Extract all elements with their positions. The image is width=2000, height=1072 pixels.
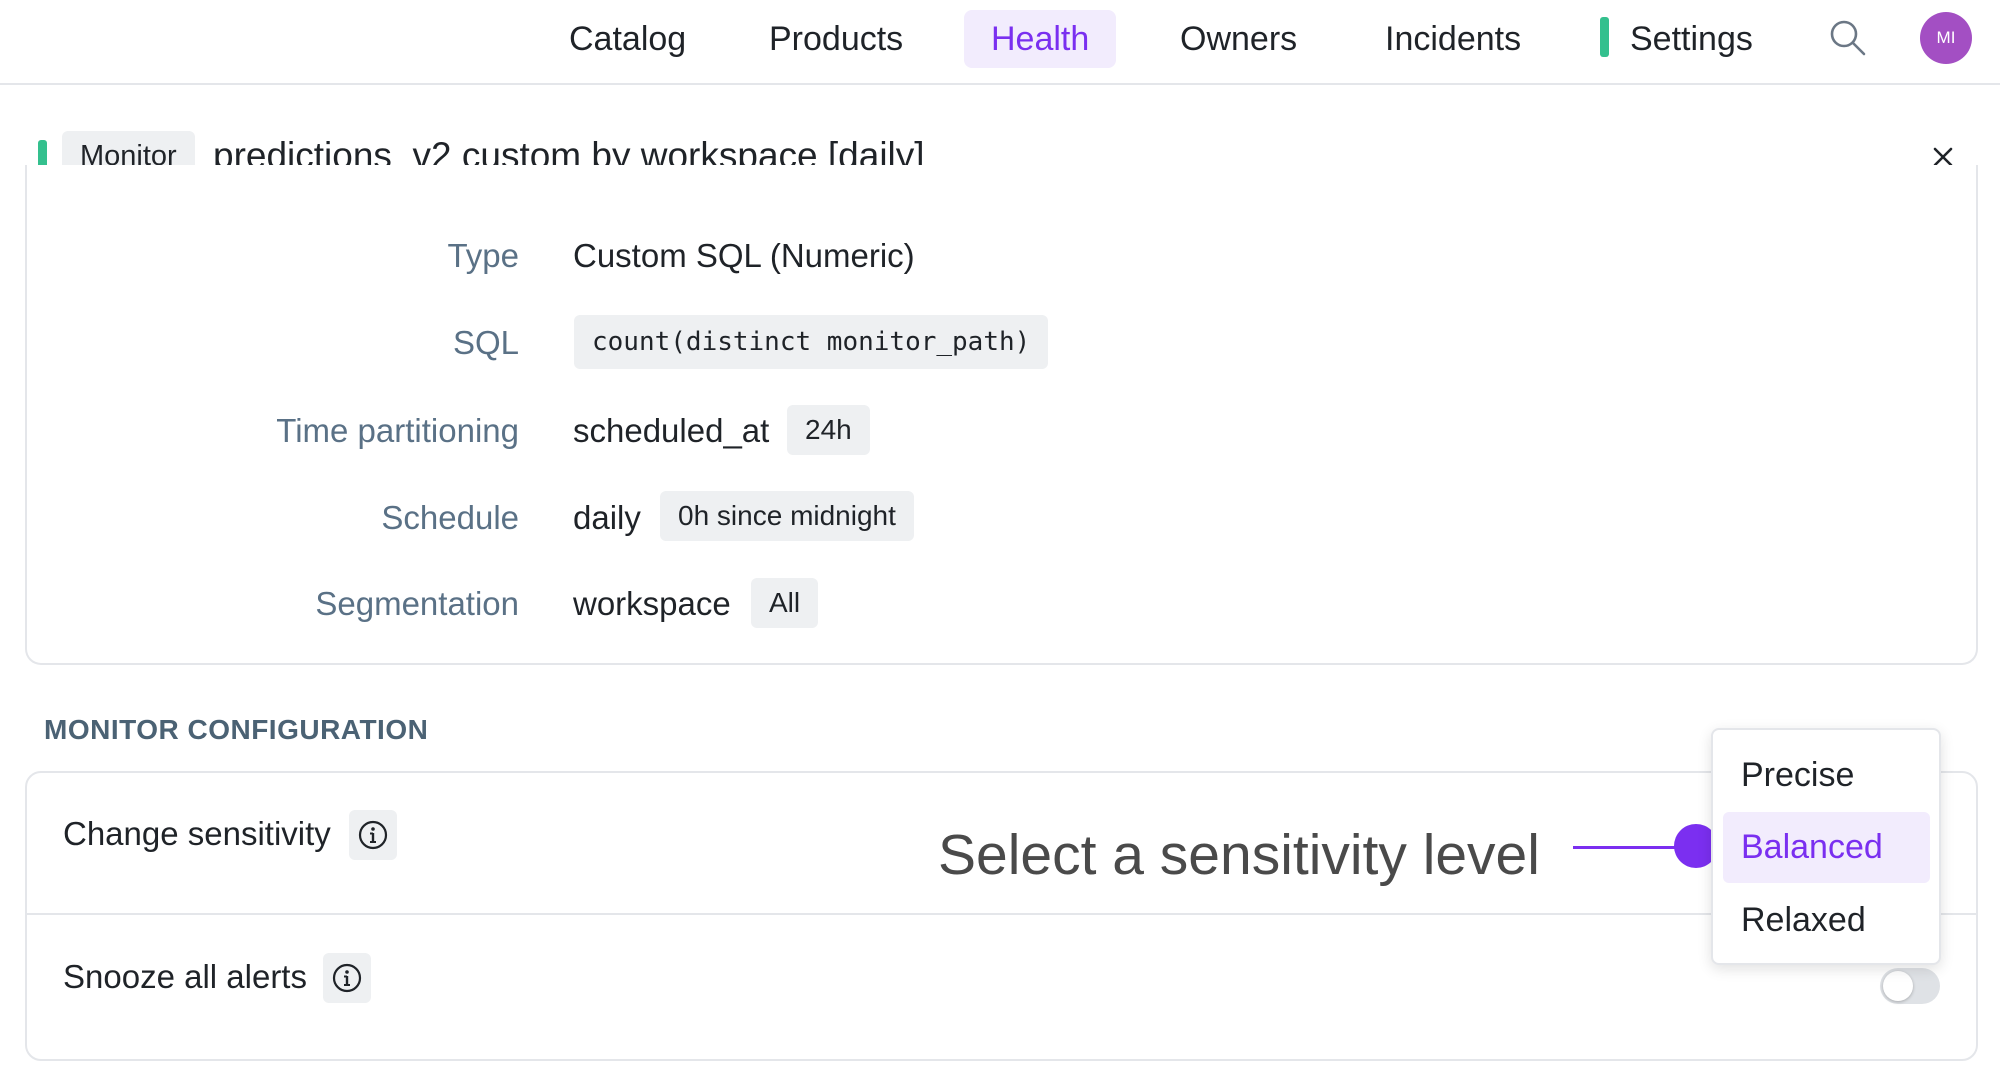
type-value: Custom SQL (Numeric) bbox=[573, 237, 915, 274]
change-sensitivity-label: Change sensitivity bbox=[63, 815, 331, 852]
type-label: Type bbox=[447, 237, 519, 274]
segmentation-label: Segmentation bbox=[315, 585, 519, 622]
schedule-value: daily bbox=[573, 499, 641, 536]
monitor-configuration-card bbox=[25, 771, 1978, 1061]
settings-indicator bbox=[1600, 17, 1609, 57]
snooze-toggle[interactable] bbox=[1880, 968, 1940, 1004]
nav-item-catalog[interactable]: Catalog bbox=[569, 20, 687, 58]
nav-item-health[interactable]: Health bbox=[964, 10, 1117, 68]
sensitivity-dropdown: Precise Balanced Relaxed bbox=[1711, 728, 1941, 965]
monitor-details-card bbox=[25, 165, 1978, 665]
schedule-label: Schedule bbox=[381, 499, 519, 536]
top-nav: Catalog Products Health Owners Incidents… bbox=[0, 0, 2000, 85]
annotation-pointer-dot bbox=[1674, 824, 1718, 868]
option-precise[interactable]: Precise bbox=[1741, 756, 1855, 794]
time-partitioning-value: scheduled_at bbox=[573, 412, 770, 449]
time-partitioning-label: Time partitioning bbox=[276, 412, 519, 449]
sql-label: SQL bbox=[452, 324, 519, 361]
section-title: MONITOR CONFIGURATION bbox=[44, 714, 429, 745]
segmentation-value: workspace bbox=[573, 585, 731, 622]
annotation-pointer-line bbox=[1573, 846, 1697, 849]
option-relaxed[interactable]: Relaxed bbox=[1741, 901, 1866, 939]
nav-item-incidents[interactable]: Incidents bbox=[1385, 20, 1522, 58]
snooze-all-alerts-label: Snooze all alerts bbox=[63, 958, 307, 995]
avatar[interactable]: MI bbox=[1920, 12, 1972, 64]
toggle-knob bbox=[1883, 971, 1913, 1001]
status-indicator bbox=[38, 140, 47, 173]
search-icon[interactable] bbox=[1829, 19, 1867, 57]
annotation-text: Select a sensitivity level bbox=[938, 823, 1540, 887]
nav-item-settings[interactable]: Settings bbox=[1630, 20, 1753, 58]
nav-item-owners[interactable]: Owners bbox=[1180, 20, 1298, 58]
divider bbox=[25, 913, 1978, 915]
sql-value: count(distinct monitor_path) bbox=[574, 315, 1049, 369]
info-icon[interactable] bbox=[323, 953, 371, 1003]
info-icon[interactable] bbox=[349, 810, 397, 860]
schedule-chip: 0h since midnight bbox=[660, 491, 914, 541]
nav-item-products[interactable]: Products bbox=[769, 20, 904, 58]
time-partitioning-chip: 24h bbox=[787, 405, 870, 455]
segmentation-chip: All bbox=[751, 578, 819, 628]
close-icon[interactable] bbox=[1927, 141, 1959, 173]
option-balanced[interactable]: Balanced bbox=[1723, 812, 1930, 883]
